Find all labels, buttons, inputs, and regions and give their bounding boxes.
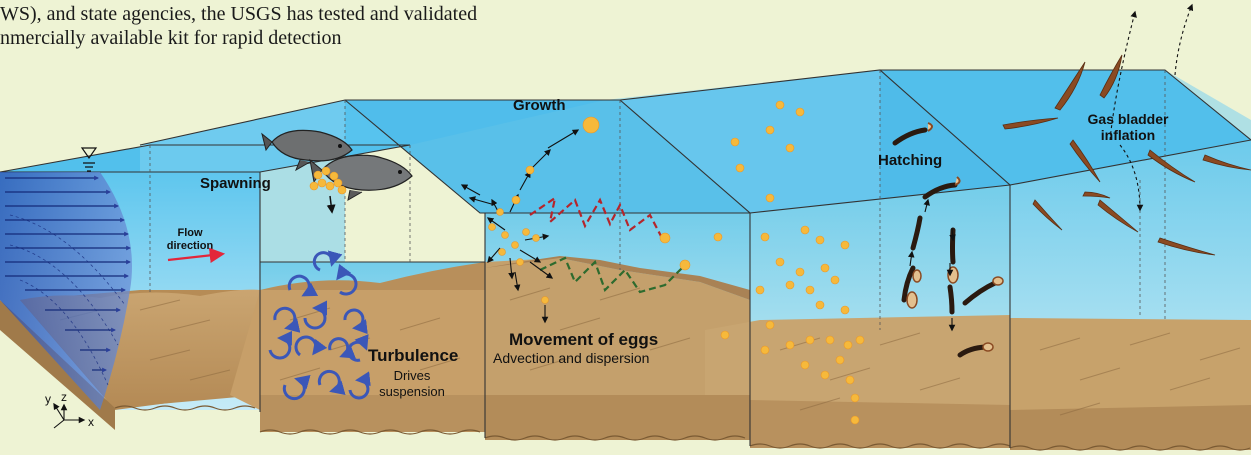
label-turbulence-sub2: suspension — [379, 384, 445, 399]
fish-icon-1 — [261, 129, 353, 172]
fish-icon-2 — [309, 154, 413, 201]
sediment-ripples — [59, 287, 1241, 416]
flow-label-line1: Flow — [177, 227, 202, 239]
axis-y-label: y — [45, 392, 51, 406]
label-turbulence: Turbulence — [368, 346, 458, 365]
label-gas-bladder-line1: Gas bladder — [1088, 111, 1169, 127]
label-movement-sub: Advection and dispersion — [493, 350, 649, 366]
egg-paths — [529, 195, 686, 294]
velocity-profile — [0, 147, 132, 410]
intro-line-2: nmercially available kit for rapid detec… — [0, 27, 342, 49]
intro-text: WS), and state agencies, the USGS has te… — [0, 2, 560, 50]
water-level-symbol — [80, 147, 98, 172]
hatching-larvae — [892, 122, 1004, 358]
hidden-edges — [149, 70, 1166, 330]
dispersion-arrows — [460, 129, 580, 324]
label-hatching: Hatching — [878, 152, 942, 169]
label-gas-bladder-line2: inflation — [1101, 127, 1155, 143]
flow-direction: Flow direction — [167, 227, 226, 264]
axis-z-label: z — [61, 390, 67, 404]
bed-edges — [114, 405, 1251, 451]
flow-arrow — [167, 247, 226, 264]
spawning-fish — [261, 129, 413, 214]
juvenile-paths — [1109, 3, 1194, 212]
intro-line-1: WS), and state agencies, the USGS has te… — [0, 3, 478, 25]
juvenile-fish — [1002, 54, 1251, 256]
eggs — [309, 100, 865, 425]
label-turbulence-sub1: Drives — [394, 368, 431, 383]
flow-label-line2: direction — [167, 240, 214, 252]
label-growth: Growth — [513, 97, 566, 114]
axis-indicator — [53, 402, 86, 429]
axis-x-label: x — [88, 415, 94, 429]
label-spawning: Spawning — [200, 175, 271, 192]
label-movement: Movement of eggs — [509, 330, 658, 349]
turbulence-eddies — [268, 250, 371, 401]
